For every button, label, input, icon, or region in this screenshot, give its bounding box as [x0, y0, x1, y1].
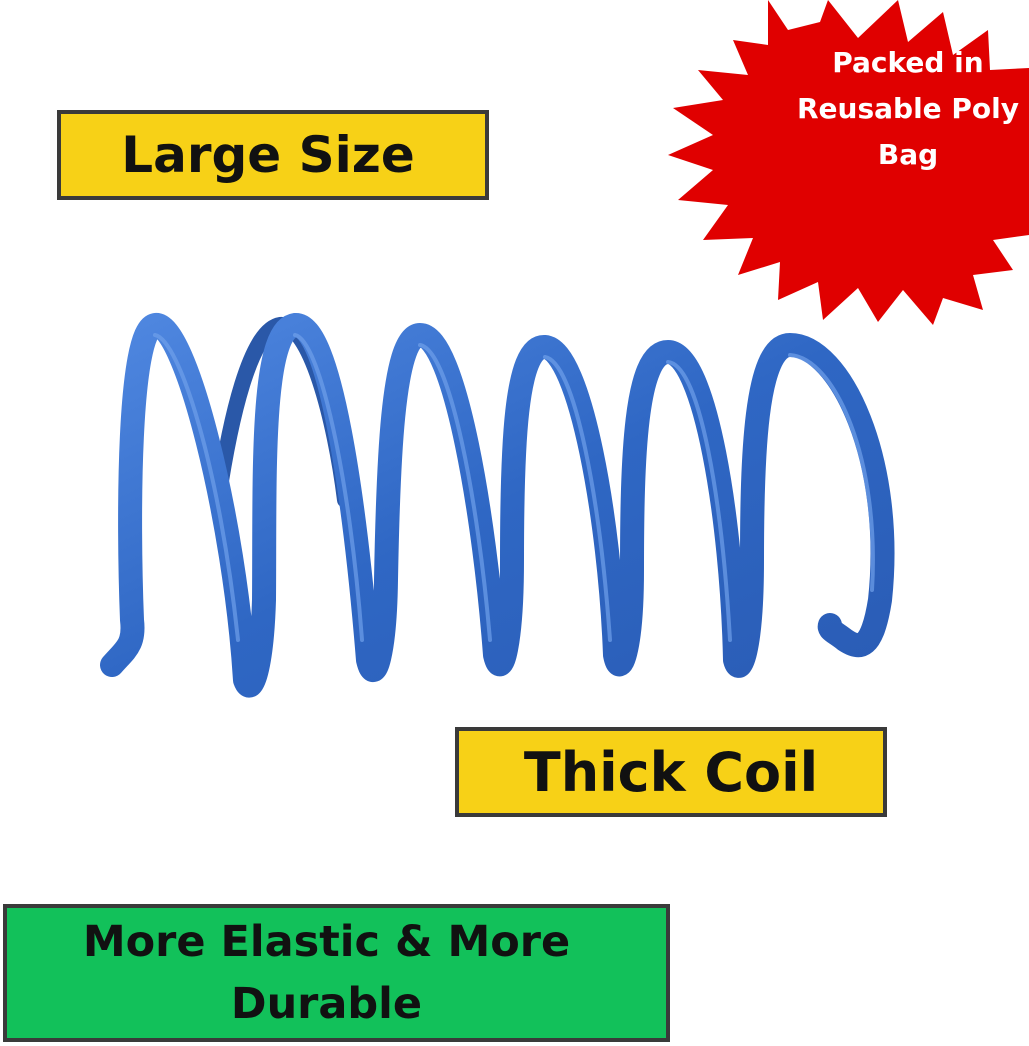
burst-line-3: Bag — [877, 138, 939, 171]
large-size-text: Large Size — [121, 126, 415, 184]
burst-line-2: Reusable Poly — [796, 92, 1020, 125]
large-size-label: Large Size — [57, 110, 489, 200]
burst-line-1: Packed in — [832, 46, 984, 79]
elastic-line-1: More Elastic & More — [82, 917, 571, 967]
thick-coil-label: Thick Coil — [455, 727, 887, 817]
starburst-badge — [668, 0, 1029, 325]
starburst-text: Packed in Reusable Poly Bag — [770, 40, 1029, 178]
elastic-durable-label: More Elastic & More Durable — [3, 904, 670, 1042]
elastic-line-2: Durable — [230, 979, 423, 1029]
thick-coil-text: Thick Coil — [523, 740, 819, 804]
